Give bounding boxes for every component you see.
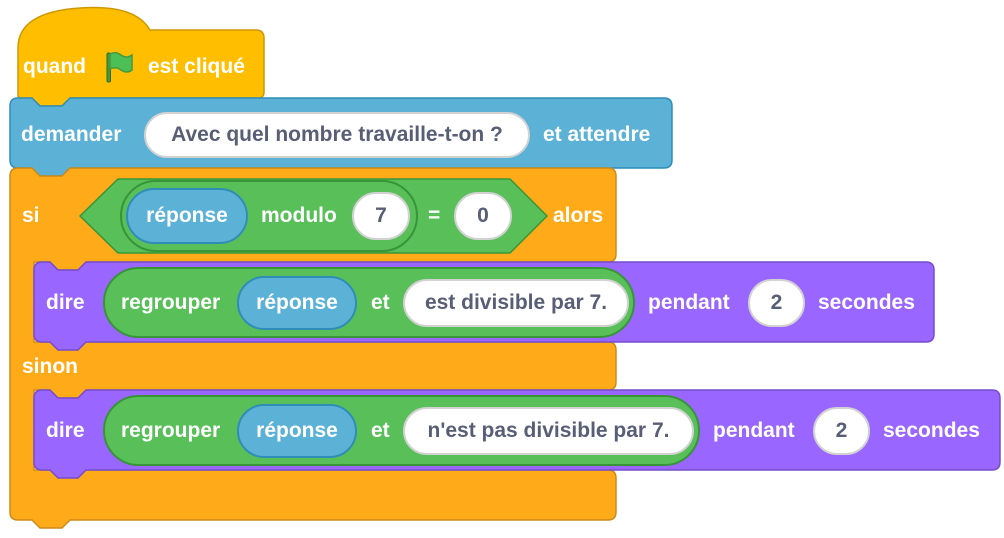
join-and-label: et	[371, 291, 390, 314]
equals-sign: =	[428, 204, 441, 227]
seconds-value-else: 2	[835, 419, 848, 442]
modulo-label: modulo	[261, 204, 337, 227]
join-text-value-else: n'est pas divisible par 7.	[427, 419, 670, 442]
ask-label: demander	[21, 123, 122, 146]
answer-reporter-label: réponse	[146, 204, 228, 227]
green-flag-icon	[106, 51, 133, 83]
else-label: sinon	[22, 355, 78, 378]
hat-suffix-label: est cliqué	[148, 55, 245, 78]
join-label-else: regrouper	[121, 419, 221, 442]
join-text-input[interactable]: est divisible par 7.	[403, 279, 629, 327]
modulo-value-text: 7	[375, 204, 387, 227]
join-and-label-else: et	[371, 419, 390, 442]
answer-reporter[interactable]: réponse	[126, 188, 248, 244]
compare-value-input[interactable]: 0	[454, 192, 512, 240]
for-label-else: pendant	[713, 419, 795, 442]
hat-prefix-label: quand	[23, 55, 86, 78]
answer-reporter-else[interactable]: réponse	[237, 404, 357, 458]
for-label: pendant	[648, 291, 730, 314]
seconds-value: 2	[770, 291, 783, 314]
say-label: dire	[46, 291, 85, 314]
question-text: Avec quel nombre travaille-t-on ?	[171, 123, 503, 146]
join-text-value: est divisible par 7.	[424, 291, 608, 314]
answer-reporter-else-label: réponse	[256, 419, 338, 442]
ask-suffix-label: et attendre	[543, 123, 651, 146]
join-text-input-else[interactable]: n'est pas divisible par 7.	[403, 407, 694, 455]
question-input[interactable]: Avec quel nombre travaille-t-on ?	[144, 112, 530, 158]
if-label: si	[22, 204, 40, 227]
seconds-label-else: secondes	[883, 419, 980, 442]
join-label: regrouper	[121, 291, 221, 314]
compare-value-text: 0	[477, 204, 489, 227]
say-label-else: dire	[46, 419, 85, 442]
answer-reporter-then[interactable]: réponse	[237, 276, 357, 330]
answer-reporter-then-label: réponse	[256, 291, 338, 314]
seconds-input[interactable]: 2	[748, 279, 805, 327]
seconds-input-else[interactable]: 2	[813, 407, 870, 455]
seconds-label: secondes	[818, 291, 915, 314]
modulo-value-input[interactable]: 7	[352, 192, 410, 240]
then-label: alors	[553, 204, 604, 227]
